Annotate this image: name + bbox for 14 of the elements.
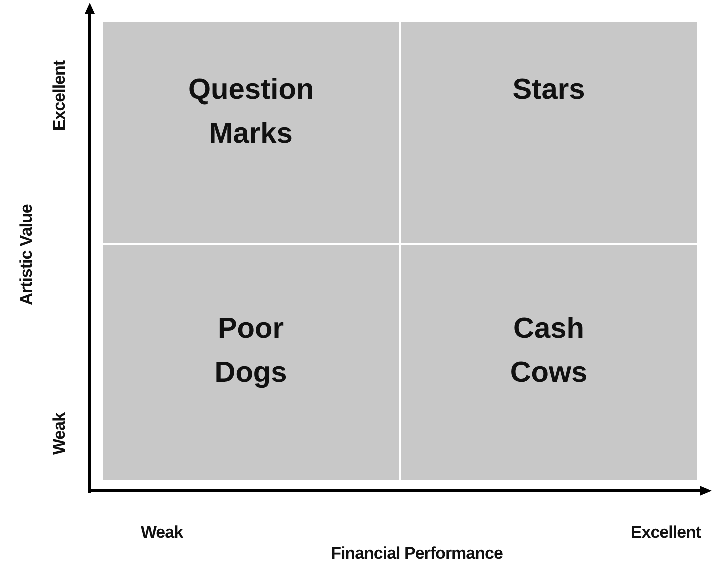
quadrant-title: Cash Cows <box>509 312 589 391</box>
axis-title: Artistic Value <box>17 204 37 306</box>
quadrant-title: Poor Dogs <box>214 312 288 391</box>
axis-end-label: Excellent <box>50 60 70 132</box>
axis-end-label: Excellent <box>630 523 702 543</box>
quadrant-panel <box>401 245 697 480</box>
quadrant-title: Stars <box>512 73 586 108</box>
quadrant-title: Question Marks <box>188 73 314 152</box>
quadrant-panel <box>401 22 697 243</box>
axis-end-label: Weak <box>140 523 184 543</box>
quadrant-panel <box>103 245 399 480</box>
axis-title: Financial Performance <box>331 544 503 564</box>
axis-end-label: Weak <box>50 412 70 456</box>
quadrant-panel <box>103 22 399 243</box>
